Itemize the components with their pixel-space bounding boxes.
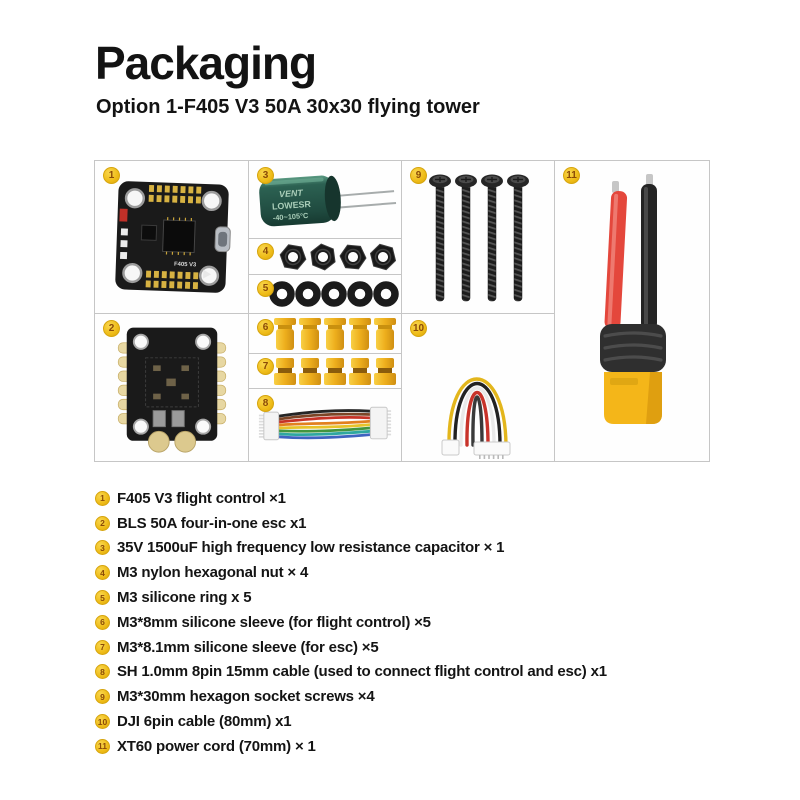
list-item: 8 SH 1.0mm 8pin 15mm cable (used to conne… bbox=[95, 660, 607, 685]
list-item: 1 F405 V3 flight control ×1 bbox=[95, 486, 607, 511]
item-text-11: XT60 power cord (70mm) × 1 bbox=[117, 737, 316, 755]
nylon-nuts-photo bbox=[278, 240, 398, 273]
item-badge-2: 2 bbox=[95, 515, 110, 531]
silicone-sleeves-esc-photo bbox=[274, 358, 396, 385]
list-item: 9 M3*30mm hexagon socket screws ×4 bbox=[95, 684, 607, 709]
cell-silicone-rings: 5 bbox=[249, 274, 401, 313]
item-text-7: M3*8.1mm silicone sleeve (for esc) ×5 bbox=[117, 638, 379, 656]
parts-photo-grid: 1 bbox=[94, 160, 710, 462]
item-text-4: M3 nylon hexagonal nut × 4 bbox=[117, 564, 309, 582]
fc-board-label: F405 V3 bbox=[173, 262, 196, 269]
badge-7: 7 bbox=[257, 358, 274, 375]
list-item: 2 BLS 50A four-in-one esc x1 bbox=[95, 511, 607, 536]
cell-xt60-cord: 11 bbox=[555, 161, 709, 461]
item-badge-3: 3 bbox=[95, 540, 110, 556]
item-text-5: M3 silicone ring x 5 bbox=[117, 589, 252, 607]
item-badge-7: 7 bbox=[95, 639, 110, 655]
cell-esc-board: 2 bbox=[95, 313, 248, 461]
cell-dji-cable: 10 bbox=[402, 313, 554, 461]
item-badge-5: 5 bbox=[95, 590, 110, 606]
silicone-rings-photo bbox=[269, 281, 399, 307]
item-text-1: F405 V3 flight control ×1 bbox=[117, 489, 286, 507]
page-header: Packaging Option 1-F405 V3 50A 30x30 fly… bbox=[95, 38, 480, 119]
badge-10: 10 bbox=[410, 320, 427, 337]
cell-screws: 9 bbox=[402, 161, 554, 313]
cell-nylon-nuts: 4 bbox=[249, 238, 401, 274]
badge-2: 2 bbox=[103, 320, 120, 337]
dji-cable-photo bbox=[441, 376, 511, 459]
esc-board-photo bbox=[117, 327, 226, 453]
badge-3: 3 bbox=[257, 167, 274, 184]
badge-6: 6 bbox=[257, 319, 274, 336]
silicone-sleeves-fc-photo bbox=[274, 317, 396, 350]
cell-sh-cable: 8 bbox=[249, 388, 401, 461]
item-text-9: M3*30mm hexagon socket screws ×4 bbox=[117, 688, 375, 706]
cell-capacitor: 3 VENT LOWESR -40~105°C bbox=[249, 161, 401, 238]
capacitor-label-vent: VENT bbox=[279, 187, 305, 199]
capacitor-label-temp: -40~105°C bbox=[273, 210, 310, 222]
list-item: 6 M3*8mm silicone sleeve (for flight cont… bbox=[95, 610, 607, 635]
item-text-8: SH 1.0mm 8pin 15mm cable (used to connec… bbox=[117, 663, 607, 681]
parts-list: 1 F405 V3 flight control ×1 2 BLS 50A four… bbox=[95, 486, 607, 759]
page-subtitle: Option 1-F405 V3 50A 30x30 flying tower bbox=[96, 95, 480, 118]
cell-sleeves-fc: 6 bbox=[249, 313, 401, 353]
grid-column-3: 9 bbox=[401, 161, 554, 461]
item-badge-4: 4 bbox=[95, 565, 110, 581]
screws-photo bbox=[428, 173, 530, 302]
cell-sleeves-esc: 7 bbox=[249, 353, 401, 388]
grid-column-2: 3 VENT LOWESR -40~105°C bbox=[248, 161, 401, 461]
item-text-6: M3*8mm silicone sleeve (for flight contr… bbox=[117, 613, 431, 631]
page-title: Packaging bbox=[95, 37, 317, 89]
item-badge-9: 9 bbox=[95, 689, 110, 705]
item-badge-6: 6 bbox=[95, 614, 110, 630]
list-item: 5 M3 silicone ring x 5 bbox=[95, 585, 607, 610]
cell-flight-controller: 1 bbox=[95, 161, 248, 313]
list-item: 7 M3*8.1mm silicone sleeve (for esc) ×5 bbox=[95, 635, 607, 660]
item-badge-10: 10 bbox=[95, 714, 110, 730]
badge-1: 1 bbox=[103, 167, 120, 184]
flight-controller-photo: F405 V3 bbox=[114, 181, 231, 293]
badge-4: 4 bbox=[257, 243, 274, 260]
capacitor-label-lowesr: LOWESR bbox=[272, 198, 312, 211]
badge-5: 5 bbox=[257, 280, 274, 297]
xt60-cord-photo bbox=[600, 174, 666, 424]
list-item: 11 XT60 power cord (70mm) × 1 bbox=[95, 734, 607, 759]
list-item: 4 M3 nylon hexagonal nut × 4 bbox=[95, 560, 607, 585]
badge-11: 11 bbox=[563, 167, 580, 184]
badge-8: 8 bbox=[257, 395, 274, 412]
grid-column-4: 11 bbox=[554, 161, 709, 461]
item-badge-11: 11 bbox=[95, 738, 110, 754]
badge-9: 9 bbox=[410, 167, 427, 184]
item-badge-8: 8 bbox=[95, 664, 110, 680]
capacitor-photo: VENT LOWESR -40~105°C bbox=[259, 175, 397, 226]
list-item: 3 35V 1500uF high frequency low resistanc… bbox=[95, 536, 607, 561]
item-badge-1: 1 bbox=[95, 490, 110, 506]
item-text-3: 35V 1500uF high frequency low resistance… bbox=[117, 539, 505, 557]
item-text-10: DJI 6pin cable (80mm) x1 bbox=[117, 713, 292, 731]
item-text-2: BLS 50A four-in-one esc x1 bbox=[117, 514, 307, 532]
sh-cable-photo bbox=[258, 406, 392, 441]
list-item: 10 DJI 6pin cable (80mm) x1 bbox=[95, 709, 607, 734]
grid-column-1: 1 bbox=[95, 161, 248, 461]
